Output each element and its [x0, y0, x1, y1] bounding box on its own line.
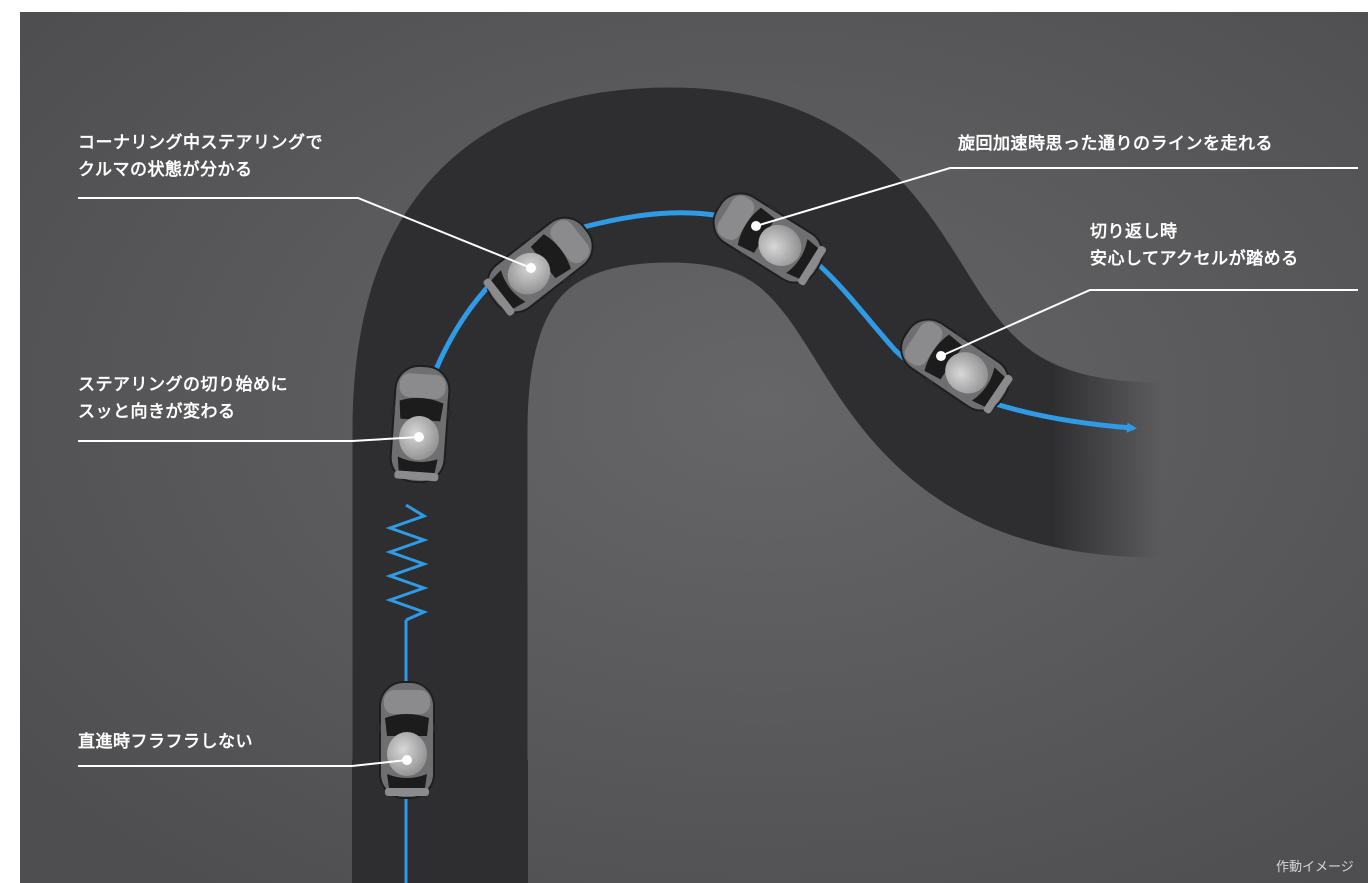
leader-straight [78, 759, 408, 767]
callout-cornering-line1: コーナリング中ステアリングで [78, 133, 323, 153]
dot-turn-accel [751, 221, 761, 231]
road-bottom [352, 760, 528, 883]
car-steering-start [385, 363, 455, 485]
leader-turn-accel [755, 167, 1358, 227]
callout-steering-start-line2: スッと向きが変わる [78, 402, 236, 422]
callout-cornering-line2: クルマの状態が分かる [78, 160, 253, 180]
callout-switchback-line2: 安心してアクセルが踏める [1090, 249, 1299, 269]
driving-path-wiggle [385, 503, 429, 622]
leader-cornering [78, 197, 532, 269]
leader-switchback [940, 289, 1358, 357]
callout-turn-accel-line1: 旋回加速時思った通りのラインを走れる [958, 134, 1273, 154]
dot-cornering [526, 263, 536, 273]
callout-straight: 直進時フラフラしない [78, 729, 253, 756]
callout-cornering: コーナリング中ステアリングで クルマの状態が分かる [78, 130, 323, 184]
operation-image-note: 作動イメージ [1276, 860, 1354, 875]
callout-turn-accel: 旋回加速時思った通りのラインを走れる [958, 131, 1273, 158]
leader-steering-start [78, 436, 420, 442]
callout-steering-start-line1: ステアリングの切り始めに [78, 375, 288, 395]
dot-switchback [936, 351, 946, 361]
dot-steering-start [414, 432, 424, 442]
callout-steering-start: ステアリングの切り始めに スッと向きが変わる [78, 372, 288, 426]
callout-straight-line1: 直進時フラフラしない [78, 732, 253, 752]
road [352, 87, 1162, 883]
car-straight [376, 681, 438, 799]
callout-switchback: 切り返し時 安心してアクセルが踏める [1090, 219, 1299, 273]
dot-straight [402, 755, 412, 765]
callout-switchback-line1: 切り返し時 [1090, 222, 1178, 242]
